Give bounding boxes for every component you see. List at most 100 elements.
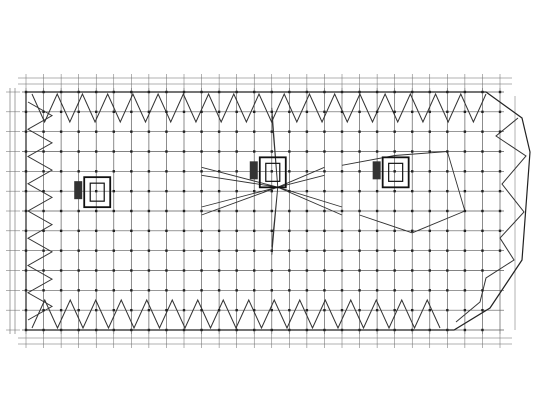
column-marker	[95, 90, 98, 94]
column-marker	[24, 90, 28, 94]
column-marker	[463, 90, 467, 94]
column-marker	[165, 328, 168, 332]
column-marker	[217, 249, 221, 252]
column-marker	[428, 308, 431, 312]
column-marker	[358, 130, 361, 133]
column-marker	[217, 269, 221, 272]
column-marker	[323, 189, 326, 193]
column-marker	[393, 150, 396, 153]
bracing-top-edge	[31, 92, 487, 124]
column-marker	[182, 90, 186, 94]
column-marker	[411, 249, 414, 252]
column-marker	[323, 130, 326, 133]
column-marker	[358, 249, 361, 252]
column-marker	[323, 308, 326, 312]
column-marker	[130, 150, 133, 153]
column-marker	[393, 189, 396, 193]
column-marker	[130, 229, 133, 233]
column-marker	[270, 269, 273, 272]
column-marker	[42, 150, 45, 153]
column-marker	[200, 90, 203, 94]
column-marker	[428, 150, 431, 153]
column-marker	[182, 289, 186, 292]
column-marker	[305, 150, 309, 153]
column-marker	[147, 209, 151, 213]
column-marker	[147, 289, 151, 292]
structural-grid	[22, 88, 504, 334]
column-marker	[165, 189, 168, 193]
column-marker	[446, 249, 449, 252]
column-marker	[288, 229, 291, 233]
column-marker	[112, 269, 115, 272]
column-marker	[165, 150, 168, 153]
column-marker	[411, 328, 414, 332]
column-marker	[77, 249, 80, 252]
column-marker	[323, 90, 326, 94]
column-marker	[340, 249, 344, 252]
column-marker	[463, 170, 467, 173]
column-marker	[446, 328, 449, 332]
column-marker	[77, 308, 80, 312]
column-marker	[446, 90, 449, 94]
column-marker	[95, 110, 98, 114]
column-marker	[323, 150, 326, 153]
column-marker	[393, 110, 396, 114]
column-marker	[77, 110, 80, 114]
column-marker	[165, 289, 168, 292]
column-marker	[375, 289, 379, 292]
column-marker	[24, 150, 28, 153]
column-marker	[498, 229, 502, 233]
column-marker	[481, 328, 484, 332]
core-left-stair-block	[74, 181, 83, 200]
column-marker	[340, 189, 344, 193]
column-marker	[270, 308, 273, 312]
column-marker	[358, 328, 361, 332]
column-marker	[217, 229, 221, 233]
column-marker	[42, 249, 45, 252]
column-marker	[217, 130, 221, 133]
column-marker	[375, 189, 379, 193]
column-marker	[393, 328, 396, 332]
column-marker	[411, 229, 414, 233]
column-marker	[411, 110, 414, 114]
column-marker	[24, 209, 28, 213]
column-marker	[95, 189, 98, 193]
column-marker	[481, 308, 484, 312]
column-marker	[200, 150, 203, 153]
column-marker	[358, 269, 361, 272]
column-marker	[358, 209, 361, 213]
column-marker	[112, 308, 115, 312]
column-marker	[323, 229, 326, 233]
column-marker	[130, 189, 133, 193]
column-marker	[358, 229, 361, 233]
column-marker	[498, 189, 502, 193]
column-marker	[182, 249, 186, 252]
column-marker	[411, 90, 414, 94]
column-marker	[270, 249, 273, 252]
column-marker	[288, 308, 291, 312]
column-marker	[200, 170, 203, 173]
column-marker	[428, 90, 431, 94]
column-marker	[217, 328, 221, 332]
column-marker	[305, 90, 309, 94]
diagonal-beam-4	[271, 107, 279, 188]
column-marker	[217, 110, 221, 114]
column-marker	[147, 90, 151, 94]
column-marker	[446, 308, 449, 312]
column-marker	[305, 130, 309, 133]
column-marker	[42, 130, 45, 133]
column-marker	[130, 308, 133, 312]
column-marker	[375, 308, 379, 312]
column-marker	[77, 209, 80, 213]
column-marker	[95, 229, 98, 233]
column-marker	[112, 90, 115, 94]
column-marker	[235, 209, 238, 213]
column-marker	[481, 209, 484, 213]
column-marker	[253, 90, 256, 94]
core-center-stair-block	[249, 161, 258, 180]
column-marker	[288, 130, 291, 133]
column-marker	[182, 189, 186, 193]
column-marker	[147, 249, 151, 252]
core-center-outer-wall	[258, 156, 287, 189]
